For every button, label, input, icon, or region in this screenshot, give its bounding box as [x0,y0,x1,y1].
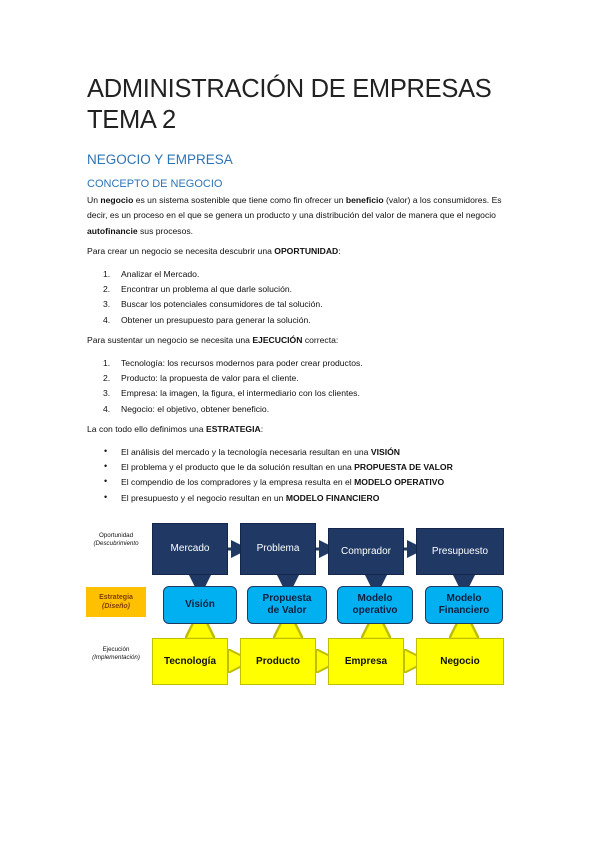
bullet-icon: • [104,446,108,456]
diagram-arrows [185,540,479,698]
box-comprador: Comprador [328,528,404,575]
row-label-ejecucion: Ejecución (Implementación) [92,646,140,661]
subsection-heading: CONCEPTO DE NEGOCIO [87,178,223,190]
bullet-icon: • [104,476,108,487]
ejecucion-paragraph: Para sustentar un negocio se necesita un… [87,335,339,345]
business-model-diagram: Oportunidad (Descubrimiento Estrategia (… [80,518,520,698]
row-label-oportunidad: Oportunidad (Descubrimiento [93,532,139,547]
list-item: •El problema y el producto que le da sol… [87,460,517,475]
estrategia-paragraph: La con todo ello definimos una ESTRATEGI… [87,424,264,434]
row-label-estrategia: Estrategia (Diseño) [86,587,146,617]
list-item: 1.Analizar el Mercado. [103,269,200,279]
box-negocio: Negocio [416,638,504,685]
estrategia-list: •El análisis del mercado y la tecnología… [87,445,517,506]
list-item: •El presupuesto y el negocio resultan en… [87,491,517,506]
bullet-icon: • [104,461,108,472]
box-producto: Producto [240,638,316,685]
page-title: ADMINISTRACIÓN DE EMPRESAS TEMA 2 [87,74,492,136]
section-heading: NEGOCIO Y EMPRESA [87,152,233,167]
list-item: 2.Encontrar un problema al que darle sol… [103,284,293,295]
box-presupuesto: Presupuesto [416,528,504,575]
list-item: •El análisis del mercado y la tecnología… [87,445,517,460]
list-item: 3.Buscar los potenciales consumidores de… [103,299,323,310]
box-vision: Visión [163,586,237,624]
list-item: •El compendio de los compradores y la em… [87,475,517,490]
list-item: 4.Negocio: el objetivo, obtener benefici… [103,403,270,414]
box-problema: Problema [240,523,316,575]
oportunidad-list: 1.Analizar el Mercado. 2.Encontrar un pr… [87,267,517,328]
intro-paragraph: Un negocio es un sistema sostenible que … [87,195,502,236]
title-line-1: ADMINISTRACIÓN DE EMPRESAS [87,75,492,103]
box-empresa: Empresa [328,638,404,685]
box-mercado: Mercado [152,523,228,575]
title-line-2: TEMA 2 [87,106,176,134]
box-tecnologia: Tecnología [152,638,228,685]
list-item: 3.Empresa: la imagen, la figura, el inte… [103,388,360,399]
list-item: 4.Obtener un presupuesto para generar la… [103,314,311,325]
bullet-icon: • [104,491,108,502]
oportunidad-paragraph: Para crear un negocio se necesita descub… [87,246,341,256]
list-item: 1.Tecnología: los recursos modernos para… [103,358,363,368]
list-item: 2.Producto: la propuesta de valor para e… [103,373,299,384]
ejecucion-list: 1.Tecnología: los recursos modernos para… [87,356,517,417]
